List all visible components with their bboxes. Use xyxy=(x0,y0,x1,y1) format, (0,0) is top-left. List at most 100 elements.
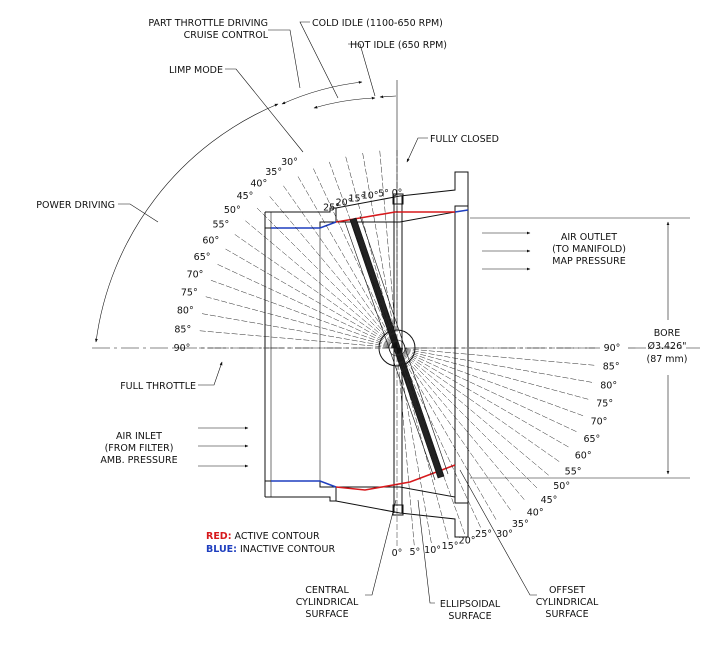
label-central-cylindrical: CYLINDRICAL xyxy=(296,597,359,608)
label-ellipsoidal: ELLIPSOIDAL xyxy=(440,599,501,610)
plate-edge-2 xyxy=(359,215,449,475)
angle-ray-lower xyxy=(396,347,585,417)
angle-label-upper: 85° xyxy=(174,324,191,335)
angle-ray-lower xyxy=(396,347,432,546)
angle-ray-upper xyxy=(199,313,398,349)
label-power-driving: POWER DRIVING xyxy=(36,200,115,211)
angle-ray-upper xyxy=(197,330,398,349)
bore-dimension: BORE Ø3.426" (87 mm) xyxy=(470,217,690,479)
angle-ray-lower xyxy=(396,347,526,502)
angle-label-lower: 90° xyxy=(604,343,621,354)
label-full-throttle: FULL THROTTLE xyxy=(120,381,196,392)
label-map-pressure: MAP PRESSURE xyxy=(552,256,625,267)
angle-label-upper: 45° xyxy=(237,191,254,202)
angle-label-lower: 10° xyxy=(424,545,441,556)
label-offset: OFFSET xyxy=(549,585,585,596)
angle-label-upper: 80° xyxy=(177,306,194,317)
label-offset-surface: SURFACE xyxy=(545,609,588,620)
legend-inactive: BLUE: INACTIVE CONTOUR xyxy=(206,544,335,555)
shaft-boss-top xyxy=(392,193,404,205)
label-to-manifold: (TO MANIFOLD) xyxy=(552,244,626,255)
inlet-pipe-lower xyxy=(265,480,337,502)
angle-label-lower: 25° xyxy=(475,529,492,540)
angle-ray-lower xyxy=(396,347,512,512)
label-ellipsoidal-surface: SURFACE xyxy=(448,611,491,622)
angle-ray-lower xyxy=(396,347,415,548)
outlet-flow-arrows xyxy=(482,231,531,271)
angle-ray-lower xyxy=(396,347,539,490)
inactive-contour-upper xyxy=(271,221,337,229)
angle-ray-upper xyxy=(379,148,398,349)
angle-label-upper: 40° xyxy=(250,178,267,189)
angle-ray-lower xyxy=(396,347,571,449)
angle-label-lower: 15° xyxy=(442,541,459,552)
bore-diameter: Ø3.426" xyxy=(647,341,686,352)
label-offset-cylindrical: CYLINDRICAL xyxy=(536,597,599,608)
angle-label-lower: 60° xyxy=(575,451,592,462)
label-from-filter: (FROM FILTER) xyxy=(105,443,174,454)
angle-label-upper: 90° xyxy=(174,343,191,354)
angle-label-upper: 65° xyxy=(194,252,211,263)
angle-label-upper: 30° xyxy=(281,157,298,168)
angle-ray-upper xyxy=(312,166,398,349)
angle-label-lower: 30° xyxy=(496,529,513,540)
legend-red-key: RED: xyxy=(206,531,232,542)
angle-ray-upper xyxy=(328,160,398,349)
angle-label-upper: 10° xyxy=(362,190,379,201)
angle-ray-lower xyxy=(396,347,450,542)
angle-label-lower: 50° xyxy=(553,481,570,492)
cold-idle-arc xyxy=(313,96,376,109)
throttle-housing xyxy=(264,171,469,538)
angle-ray-lower xyxy=(396,347,466,536)
power-driving-arc xyxy=(94,103,279,343)
angle-ray-upper xyxy=(223,247,398,349)
label-cold-idle: COLD IDLE (1100-650 RPM) xyxy=(312,18,443,29)
angle-label-lower: 20° xyxy=(459,536,476,547)
inactive-contour-lower xyxy=(271,480,337,488)
label-part-throttle: PART THROTTLE DRIVING xyxy=(148,18,268,29)
angle-labels-lower: 0°5°10°15°20°25°30°35°40°45°50°55°60°65°… xyxy=(392,343,621,559)
angle-ray-lower xyxy=(396,347,597,366)
angle-label-upper: 35° xyxy=(265,167,282,178)
angle-ray-upper xyxy=(296,174,398,349)
inactive-contour-outlet xyxy=(454,209,469,213)
angle-ray-lower xyxy=(396,347,498,522)
angle-label-lower: 5° xyxy=(410,547,421,558)
angle-label-upper: 50° xyxy=(224,205,241,216)
angle-label-lower: 45° xyxy=(541,495,558,506)
angle-label-upper: 5° xyxy=(378,189,389,200)
active-contour-upper xyxy=(335,211,455,223)
angle-label-lower: 35° xyxy=(512,519,529,530)
driving-range-arcs xyxy=(94,80,398,343)
shaft-boss-bottom xyxy=(392,504,404,516)
angle-label-lower: 75° xyxy=(596,399,613,410)
label-limp-mode: LIMP MODE xyxy=(169,65,223,76)
hot-idle-arc xyxy=(379,95,397,99)
angle-label-upper: 15° xyxy=(348,193,365,204)
angle-ray-upper xyxy=(233,233,398,349)
angle-label-lower: 0° xyxy=(392,548,403,559)
angle-label-upper: 55° xyxy=(212,220,229,231)
angle-label-lower: 55° xyxy=(565,466,582,477)
label-hot-idle: HOT IDLE (650 RPM) xyxy=(350,40,447,51)
leader-lines xyxy=(118,21,537,604)
angle-label-lower: 85° xyxy=(603,362,620,373)
angle-ray-upper xyxy=(203,295,398,349)
label-fully-closed: FULLY CLOSED xyxy=(430,134,499,145)
angle-ray-lower xyxy=(396,347,591,401)
angle-label-lower: 70° xyxy=(591,417,608,428)
bore-mm: (87 mm) xyxy=(646,354,687,365)
angle-label-lower: 80° xyxy=(600,380,617,391)
angle-label-upper: 75° xyxy=(181,287,198,298)
label-amb-pressure: AMB. PRESSURE xyxy=(100,455,177,466)
label-central-surface: SURFACE xyxy=(305,609,348,620)
angle-label-upper: 60° xyxy=(202,236,219,247)
label-air-inlet: AIR INLET xyxy=(116,431,162,442)
angle-ray-upper xyxy=(255,206,398,349)
angle-ray-upper xyxy=(268,194,398,349)
part-throttle-arc xyxy=(281,80,363,105)
angle-label-upper: 25° xyxy=(323,203,340,214)
label-central: CENTRAL xyxy=(305,585,349,596)
angle-ray-lower xyxy=(396,347,551,477)
angle-ray-upper xyxy=(282,184,398,349)
